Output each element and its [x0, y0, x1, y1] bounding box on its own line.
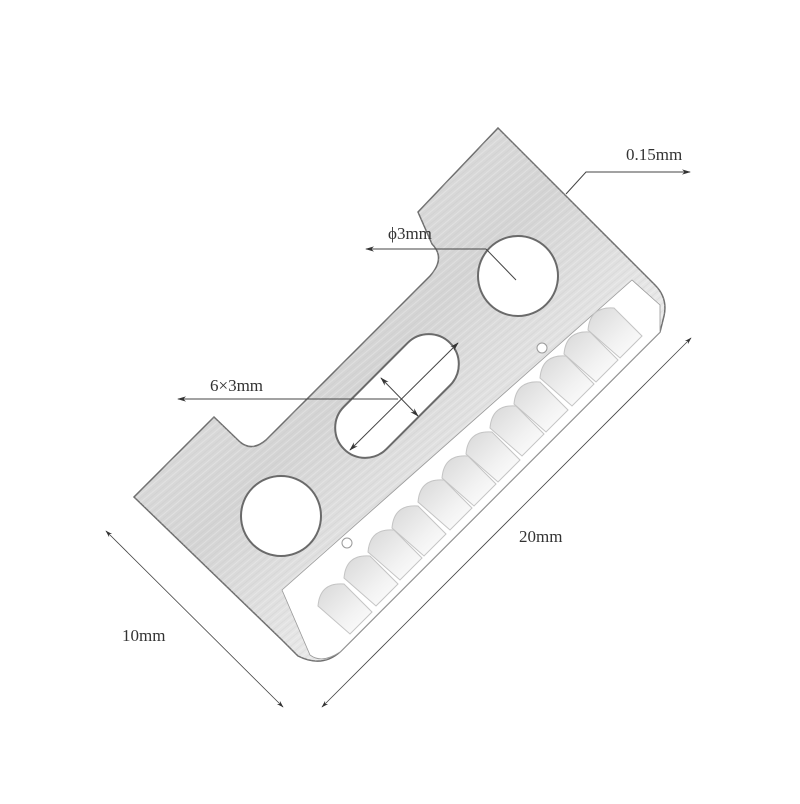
- thickness-leader: [565, 169, 691, 195]
- pin-hole-upper: [536, 342, 548, 354]
- slot-size-label: 6×3mm: [210, 376, 264, 395]
- hole-diameter-label: ϕ3mm: [388, 224, 432, 243]
- round-hole-upper: [477, 235, 559, 317]
- width-dimension-arrow: [105, 530, 284, 708]
- width-label: 10mm: [122, 626, 166, 645]
- round-hole-lower: [240, 475, 322, 557]
- thickness-label: 0.15mm: [626, 145, 683, 164]
- length-label: 20mm: [519, 527, 563, 546]
- length-dimension-arrow: [321, 337, 692, 708]
- dimension-lines: [105, 169, 692, 708]
- pin-hole-lower: [341, 537, 353, 549]
